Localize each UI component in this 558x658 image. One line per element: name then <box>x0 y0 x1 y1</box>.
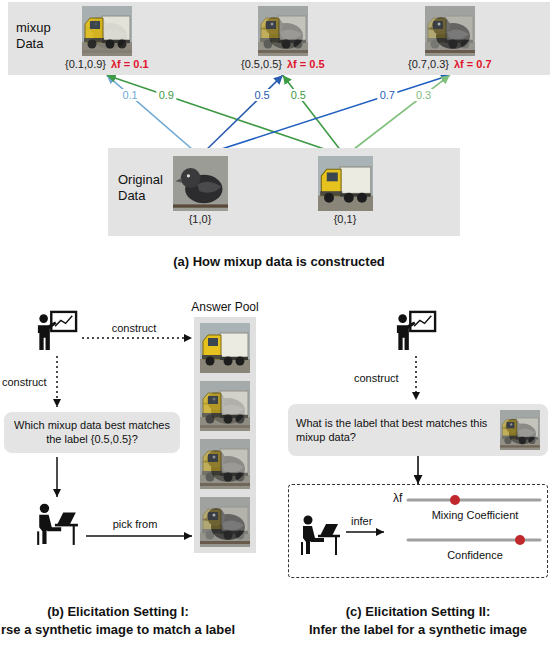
pool-heading: Answer Pool <box>191 300 258 314</box>
truck-photo <box>258 6 308 56</box>
bird-photo <box>200 497 250 547</box>
one-hot-label: {1,0} <box>189 213 212 226</box>
mixing-arrow <box>107 75 345 156</box>
one-hot-label: {0,1} <box>334 213 357 226</box>
photo-thumbnail <box>200 497 250 547</box>
bird-photo <box>200 381 250 431</box>
mixing-arrow <box>345 75 450 156</box>
truck-photo <box>425 6 475 56</box>
mixing-arrow <box>417 456 419 484</box>
response-panel: infer λfMixing CoefficientConfidence <box>288 484 548 578</box>
question-box: Which mixup data best matches the label … <box>4 412 180 453</box>
infer-arrow <box>346 531 384 533</box>
coefficient-label: λf = 0.1 <box>111 58 149 71</box>
slider-label: Confidence <box>447 549 503 561</box>
bird-photo <box>258 6 308 56</box>
flow-arrow <box>56 457 58 497</box>
arrow-label: construct <box>112 322 157 334</box>
slider-symbol: λf <box>393 491 402 505</box>
arrow-label: construct <box>2 376 47 388</box>
mixing-arrow <box>200 75 283 156</box>
photo-thumbnail <box>200 323 250 373</box>
panel-caption: Infer the label for a synthetic image <box>309 622 527 637</box>
truck-photo <box>200 439 250 489</box>
mixup-image: {0.7,0.3} λf = 0.7 <box>408 6 492 75</box>
photo-thumbnail <box>318 156 373 211</box>
arrow-label: construct <box>354 372 399 384</box>
mixup-label: {0.5,0.5} <box>241 58 282 71</box>
image-band: mixup Data{0.1,0.9} λf = 0.1 {0.5,0.5} λf =… <box>8 2 550 75</box>
instructor-icon <box>38 312 76 350</box>
bird-photo <box>200 439 250 489</box>
coefficient-label: λf = 0.7 <box>454 58 492 71</box>
panel-caption: (a) How mixup data is constructed <box>173 254 385 269</box>
annotator-icon <box>38 504 78 545</box>
band-title: Original Data <box>118 172 176 205</box>
original-image: {0,1} <box>318 156 373 230</box>
mixing-arrow <box>200 75 450 156</box>
photo-thumbnail <box>258 6 308 56</box>
bird-photo <box>500 410 540 450</box>
slider-label: Mixing Coefficient <box>432 509 519 521</box>
slider-knob <box>450 495 460 505</box>
panel-caption: rse a synthetic image to match a label <box>1 622 235 637</box>
construct-arrow <box>56 356 58 407</box>
photo-thumbnail <box>500 410 540 450</box>
image-band: Original Data {1,0} {0,1} <box>108 148 460 236</box>
photo-thumbnail <box>200 381 250 431</box>
weight-label: 0.5 <box>252 89 271 101</box>
weight-label: 0.9 <box>157 89 176 101</box>
slider-track <box>408 499 540 502</box>
pool-column <box>194 317 256 553</box>
truck-photo <box>500 410 540 450</box>
mixup-label: {0.7,0.3} <box>408 58 449 71</box>
truck-photo <box>318 156 373 211</box>
truck-photo <box>200 323 250 373</box>
photo-thumbnail <box>200 439 250 489</box>
panel-caption: (b) Elicitation Setting I: <box>47 604 189 619</box>
weight-label: 0.3 <box>414 89 433 101</box>
photo-thumbnail <box>82 6 132 56</box>
question-text: Which mixup data best matches the label … <box>10 418 174 447</box>
panel-caption: (c) Elicitation Setting II: <box>346 604 490 619</box>
construct-arrow <box>82 337 192 339</box>
question-box: What is the label that best matches this… <box>288 404 548 456</box>
bird-photo <box>173 156 228 211</box>
truck-photo <box>200 497 250 547</box>
truck-photo <box>200 381 250 431</box>
pick-arrow <box>86 535 192 537</box>
mixing-arrow <box>107 75 200 156</box>
weight-label: 0.1 <box>120 89 139 101</box>
truck-photo <box>82 6 132 56</box>
bird-photo <box>82 6 132 56</box>
photo-thumbnail <box>173 156 228 211</box>
slider-knob <box>515 535 525 545</box>
mixup-label: {0.1,0.9} <box>65 58 106 71</box>
instructor-icon <box>397 312 435 350</box>
arrow-label: pick from <box>113 518 158 530</box>
question-text: What is the label that best matches this… <box>296 416 492 445</box>
photo-thumbnail <box>425 6 475 56</box>
bird-photo <box>425 6 475 56</box>
weight-label: 0.5 <box>289 89 308 101</box>
answer-pool: Answer Pool <box>185 300 265 553</box>
annotator-icon <box>302 516 340 556</box>
arrow-label: infer <box>351 515 372 527</box>
weight-label: 0.7 <box>378 89 397 101</box>
construct-arrow <box>415 356 417 400</box>
mixup-image: {0.1,0.9} λf = 0.1 <box>65 6 149 75</box>
band-title: mixup Data <box>16 20 62 53</box>
mixing-arrow <box>283 75 345 156</box>
mixup-image: {0.5,0.5} λf = 0.5 <box>241 6 325 75</box>
original-image: {1,0} <box>173 156 228 230</box>
coefficient-label: λf = 0.5 <box>287 58 325 71</box>
